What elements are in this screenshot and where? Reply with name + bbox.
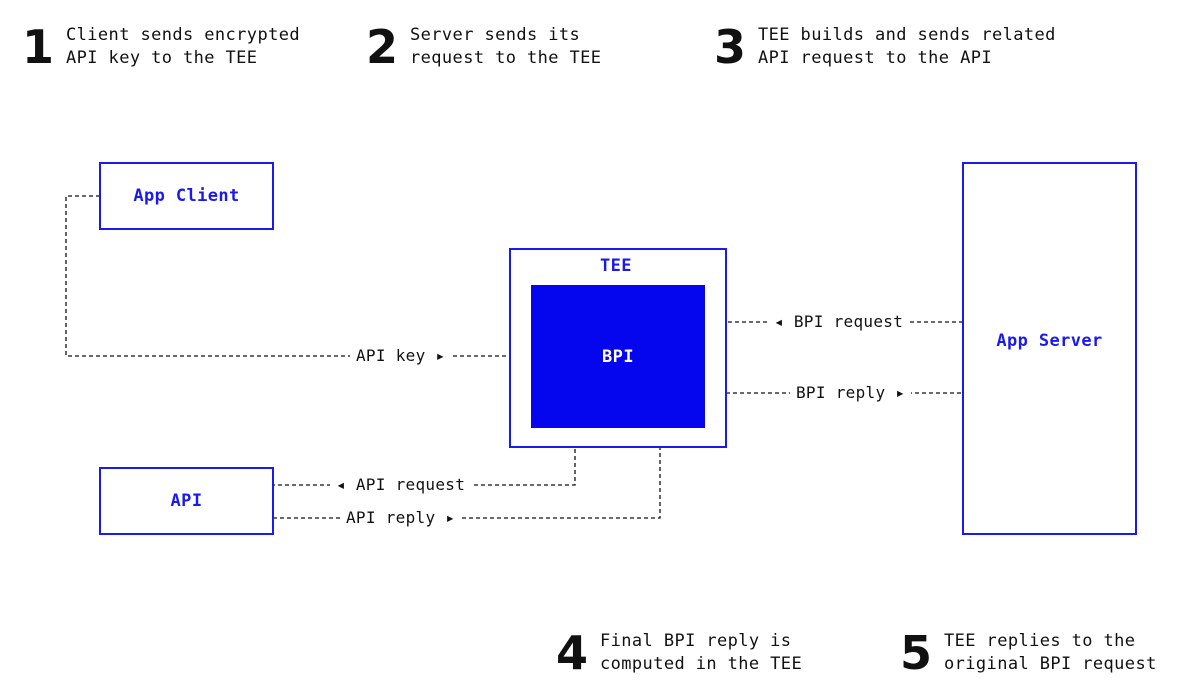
step-caption-line: Final BPI reply is [600, 631, 792, 651]
app-server-label: App Server [996, 330, 1103, 351]
bpi-reply-label: BPI reply ▸ [790, 384, 912, 402]
step-2: 2 Server sends its request to the TEE [366, 24, 601, 70]
step-number: 2 [366, 20, 399, 74]
api-request-connector [273, 428, 576, 486]
api-request-label: ◂ API request [330, 476, 472, 494]
api-reply-label: API reply ▸ [340, 509, 462, 527]
step-caption-line: request to the TEE [410, 48, 602, 68]
api-label: API [170, 491, 203, 511]
bpi-box: BPI [531, 285, 705, 428]
tee-label: TEE [600, 256, 632, 276]
step-caption: Server sends its request to the TEE [410, 24, 601, 70]
step-caption: TEE builds and sends related API request… [758, 24, 1056, 70]
step-caption-line: TEE replies to the [944, 631, 1136, 651]
step-number: 5 [900, 626, 933, 680]
step-number: 1 [22, 20, 55, 74]
api-box: API [99, 467, 274, 535]
step-number: 3 [714, 20, 747, 74]
step-5: 5 TEE replies to the original BPI reques… [900, 630, 1157, 676]
app-client-label: App Client [133, 186, 240, 206]
bpi-request-label: ◂ BPI request [768, 313, 910, 331]
app-server-box: App Server [962, 162, 1137, 535]
app-client-box: App Client [99, 162, 274, 230]
step-caption: TEE replies to the original BPI request [944, 630, 1157, 676]
step-1: 1 Client sends encrypted API key to the … [22, 24, 300, 70]
step-caption-line: Client sends encrypted [66, 25, 300, 45]
bpi-label: BPI [602, 346, 634, 367]
step-caption: Client sends encrypted API key to the TE… [66, 24, 300, 70]
step-caption-line: API key to the TEE [66, 48, 258, 68]
api-key-connector [65, 195, 531, 357]
api-key-label: API key ▸ [350, 347, 452, 365]
step-number: 4 [556, 626, 589, 680]
step-4: 4 Final BPI reply is computed in the TEE [556, 630, 802, 676]
step-caption-line: TEE builds and sends related [758, 25, 1056, 45]
step-caption-line: original BPI request [944, 654, 1157, 674]
step-caption: Final BPI reply is computed in the TEE [600, 630, 802, 676]
step-caption-line: API request to the API [758, 48, 992, 68]
step-caption-line: computed in the TEE [600, 654, 803, 674]
step-caption-line: Server sends its [410, 25, 581, 45]
step-3: 3 TEE builds and sends related API reque… [714, 24, 1056, 70]
